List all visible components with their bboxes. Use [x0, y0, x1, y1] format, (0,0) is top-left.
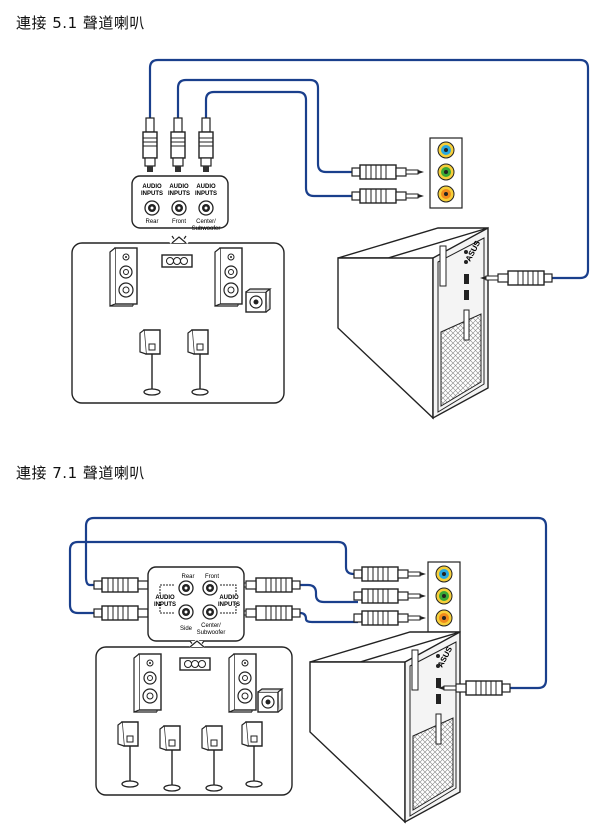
jack-front — [171, 200, 187, 216]
jack-center — [198, 200, 214, 216]
jack-label-side-7-1: Side — [180, 626, 193, 632]
jack-center-7-1 — [202, 604, 218, 620]
cables-5-1 — [148, 58, 590, 280]
audio-port-block-5-1 — [429, 137, 463, 209]
jack-label-front-7-1: Front — [205, 574, 219, 580]
front-left-speaker-7-1 — [133, 653, 162, 713]
audio-port-block-7-1 — [427, 561, 461, 633]
jack-rear — [144, 200, 160, 216]
jack-side-7-1 — [178, 604, 194, 620]
subwoofer-7-1 — [257, 688, 283, 713]
cables-7-1 — [68, 516, 548, 690]
center-speaker — [161, 254, 193, 268]
jack-rear-7-1 — [178, 580, 194, 596]
jack-label-center-7-1: Center/Subwoofer — [197, 623, 226, 636]
subwoofer — [245, 288, 271, 313]
plug-to-port-7-1-c — [353, 610, 427, 626]
jack-label-rear-7-1: Rear — [181, 574, 194, 580]
rca-plug-center — [198, 117, 214, 173]
front-left-speaker — [109, 247, 138, 307]
front-right-speaker-7-1 — [228, 653, 257, 713]
plug-to-pc-5-1 — [480, 271, 552, 285]
jack-front-7-1 — [202, 580, 218, 596]
center-speaker-7-1 — [179, 657, 211, 671]
speaker-set-5-1 — [71, 234, 285, 404]
rca-plug-front — [170, 117, 186, 173]
speaker-set-7-1 — [95, 638, 293, 796]
plug-to-port-1 — [351, 164, 425, 180]
jack-label-front: Front — [172, 219, 186, 225]
plug-to-port-7-1-b — [353, 588, 427, 604]
jack-label-center: Center/Subwoofer — [192, 219, 221, 232]
section-title-5-1: 連接 5.1 聲道喇叭 — [16, 14, 145, 32]
rca-plug-rear — [142, 117, 158, 173]
section-title-7-1: 連接 7.1 聲道喇叭 — [16, 464, 145, 482]
front-right-speaker — [214, 247, 243, 307]
plug-to-port-2 — [351, 188, 425, 204]
pc-tower-5-1: ASUS — [337, 227, 489, 419]
plug-to-port-7-1-a — [353, 566, 427, 582]
pc-tower-7-1: ASUS — [309, 631, 461, 823]
jack-label-rear: Rear — [145, 219, 158, 225]
